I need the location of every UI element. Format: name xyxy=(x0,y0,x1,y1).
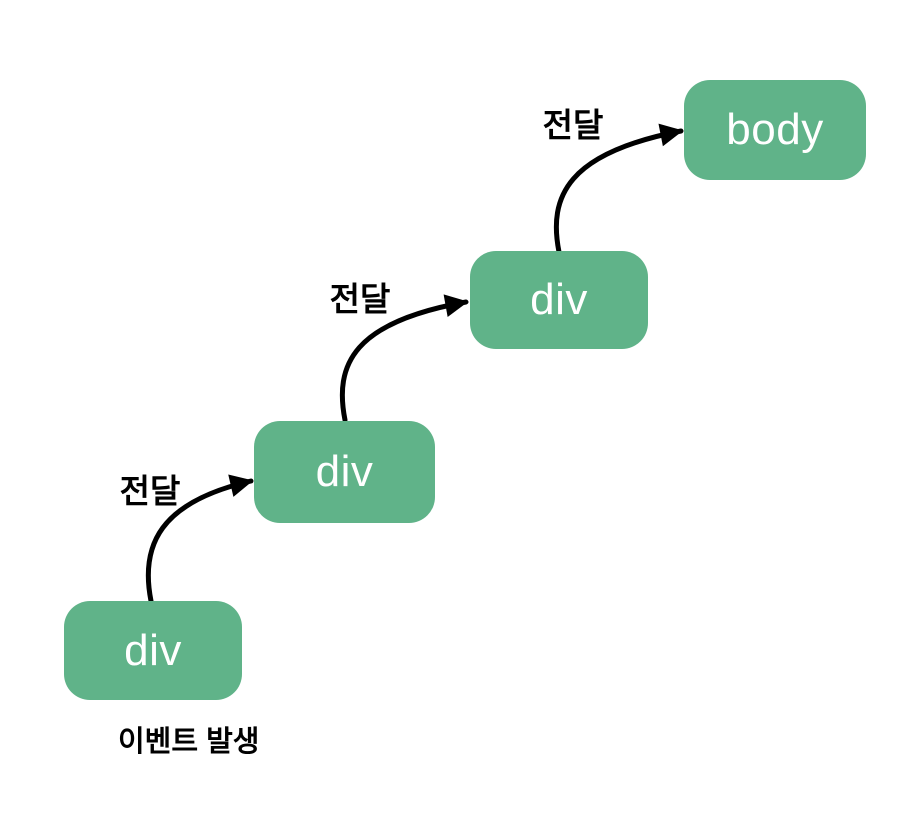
node-div-3: div xyxy=(470,251,648,349)
node-body: body xyxy=(684,80,866,180)
node-div-2: div xyxy=(254,421,435,523)
edge-div2-to-div3-label: 전달 xyxy=(329,280,391,318)
edge-div1-to-div2 xyxy=(145,474,254,604)
event-origin-caption: 이벤트 발생 xyxy=(118,726,260,758)
edge-div2-to-div3 xyxy=(339,294,469,423)
edge-div1-to-div2-label: 전달 xyxy=(119,472,181,510)
node-div-1: div xyxy=(64,601,242,700)
edge-div3-to-body-label: 전달 xyxy=(542,106,604,144)
edge-div3-to-body xyxy=(553,123,684,255)
